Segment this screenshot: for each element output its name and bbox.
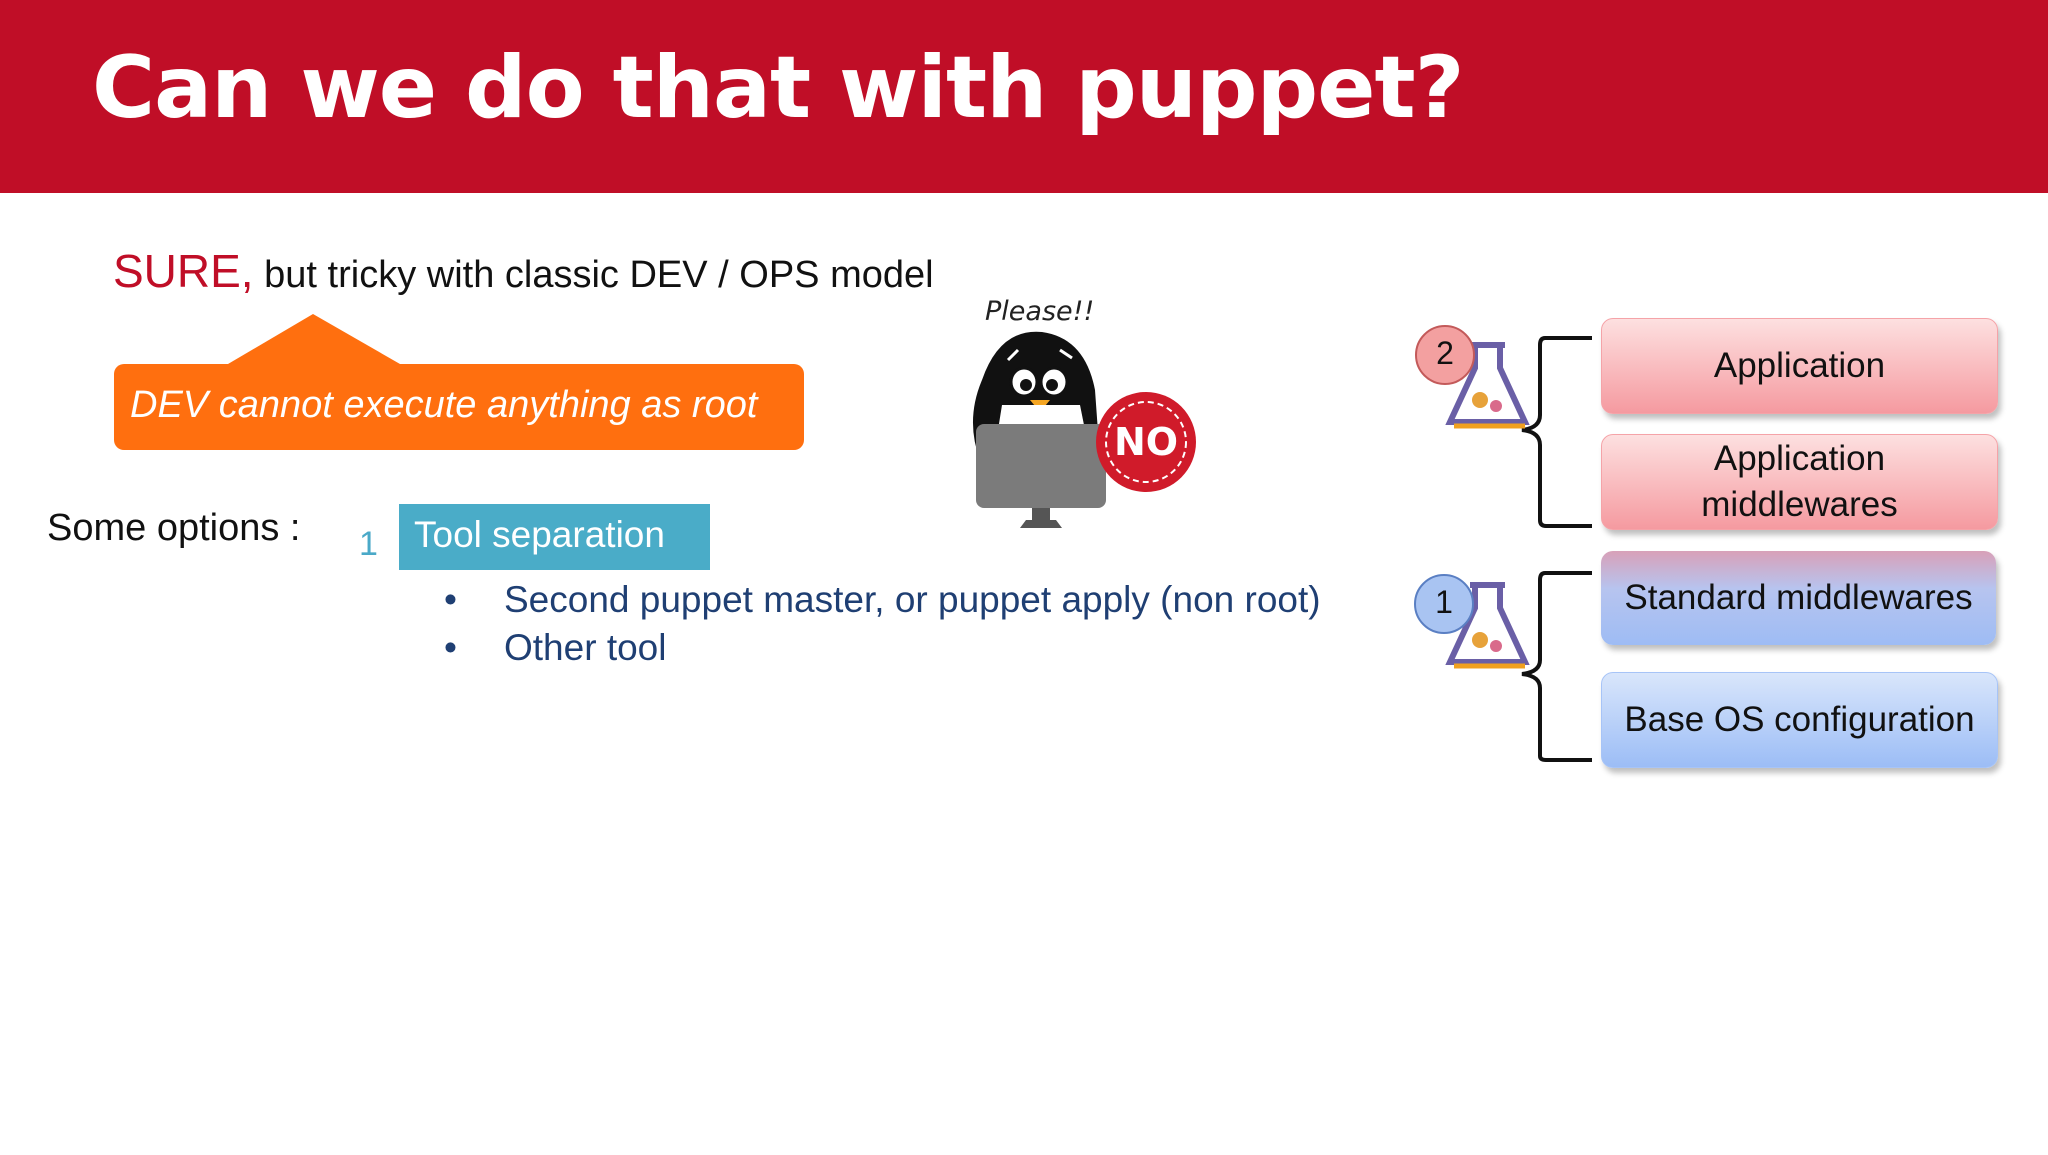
- layer-label: Application middlewares: [1701, 439, 1898, 524]
- layer-label: Application: [1713, 346, 1886, 385]
- layer-group-badge: 2: [1436, 335, 1454, 371]
- layer-brackets: [1414, 325, 1592, 762]
- option-label: Tool separation: [414, 514, 665, 555]
- option-number: 1: [359, 525, 378, 563]
- speech-text: Please!!: [985, 296, 1095, 327]
- slide-title: Can we do that with puppet?: [92, 38, 1464, 138]
- title-bar: [0, 0, 2048, 193]
- subtitle: SURE, but tricky with classic DEV / OPS …: [113, 244, 934, 298]
- callout-shape: [114, 314, 804, 450]
- option-box: [399, 504, 710, 570]
- layer-base-os-configuration: Base OS configuration: [1601, 672, 1998, 768]
- bullet-icon: •: [444, 579, 457, 620]
- callout-text: DEV cannot execute anything as root: [130, 384, 758, 426]
- subtitle-emphasis: SURE,: [113, 245, 254, 297]
- badge-circle: [1415, 325, 1475, 385]
- flask-icon: [1445, 342, 1530, 429]
- bullet-item: • Second puppet master, or puppet apply (…: [444, 579, 1321, 621]
- bullet-text: Other tool: [504, 627, 667, 668]
- flask-icon: [1445, 582, 1530, 669]
- layer-application-middlewares: Application middlewares: [1601, 434, 1998, 530]
- monitor-icon: [976, 424, 1106, 528]
- layer-label: Standard middlewares: [1624, 578, 1973, 617]
- penguin-illustration: NO: [972, 331, 1196, 528]
- layer-group-badge: 1: [1435, 584, 1453, 620]
- badge-circle: [1414, 574, 1474, 634]
- bullet-item: • Other tool: [444, 627, 666, 669]
- layer-label: Base OS configuration: [1624, 700, 1975, 739]
- bullet-icon: •: [444, 627, 457, 668]
- subtitle-text: but tricky with classic DEV / OPS model: [264, 254, 934, 296]
- bullet-text: Second puppet master, or puppet apply (n…: [504, 579, 1321, 620]
- layer-standard-middlewares: Standard middlewares: [1601, 551, 1996, 645]
- options-label: Some options :: [47, 507, 301, 549]
- layer-application: Application: [1601, 318, 1998, 414]
- stamp-text: NO: [1114, 420, 1178, 464]
- no-stamp-icon: NO: [1096, 392, 1196, 492]
